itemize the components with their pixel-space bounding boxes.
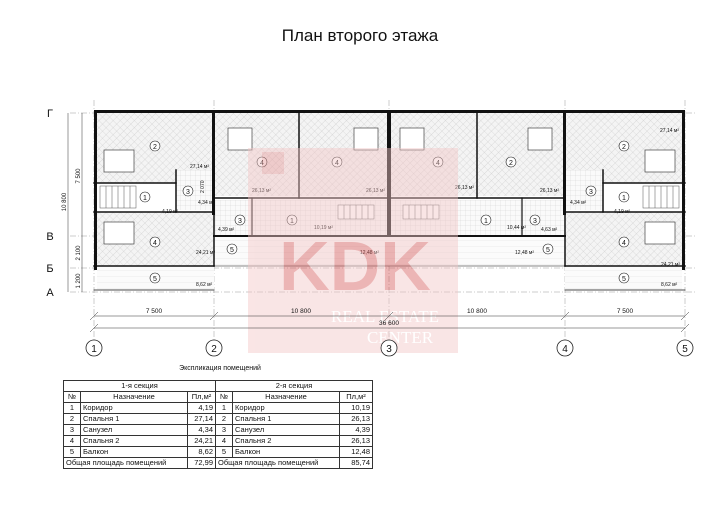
svg-text:3: 3	[238, 218, 242, 225]
axis-col-5: 5	[682, 344, 688, 355]
area-right-bedroom2: 24,21 м²	[661, 262, 680, 268]
room-numbers: 2 3 1 4 5 4 4 3 1 5 4 2 3 1 5 2 3 1 4 5	[139, 140, 630, 284]
table-row: 3 Санузел 4,34 3 Санузел 4,39	[63, 424, 373, 436]
table-row: 5 Балкон 8,62 5 Балкон 12,48	[63, 446, 373, 458]
area-cr-bedroom-b: 26,13 м²	[540, 188, 559, 194]
svg-text:4: 4	[335, 160, 339, 167]
svg-text:1: 1	[143, 195, 147, 202]
dim-left-total: 10 800	[62, 192, 68, 211]
area-right-corridor: 4,19 м²	[614, 209, 631, 215]
axis-row-v: В	[46, 231, 53, 243]
area-right-bathroom: 4,34 м²	[570, 200, 587, 206]
dim-span-4: 7 500	[617, 308, 634, 315]
axis-row-b: Б	[46, 263, 53, 275]
axis-col-3: 3	[386, 344, 392, 355]
area-cl-bedroom-b: 26,13 м²	[366, 188, 385, 194]
area-cr-bedroom-a: 26,13 м²	[455, 185, 474, 191]
svg-text:2: 2	[153, 144, 157, 151]
col-no: №	[215, 391, 233, 403]
dim-span-3: 10 800	[467, 308, 487, 315]
col-area: Пл,м²	[339, 391, 373, 403]
svg-text:1: 1	[484, 218, 488, 225]
axis-col-2: 2	[211, 344, 217, 355]
stairs	[99, 185, 680, 220]
axis-row-g: Г	[47, 108, 53, 120]
svg-text:5: 5	[153, 276, 157, 283]
svg-text:4: 4	[153, 240, 157, 247]
area-left-bedroom2: 24,21 м²	[196, 250, 215, 256]
area-cr-balcony: 12,48 м²	[515, 250, 534, 256]
area-cl-bathroom: 4,39 м²	[218, 227, 235, 233]
area-cl-bedroom-a: 26,13 м²	[252, 188, 271, 194]
dim-span-1: 7 500	[146, 308, 163, 315]
watermark-line1: REAL ESTATE	[331, 307, 439, 326]
svg-text:4: 4	[436, 160, 440, 167]
watermark-logo: KDK	[279, 227, 431, 305]
total-section-2: 85,74	[339, 457, 373, 469]
svg-text:3: 3	[533, 218, 537, 225]
area-cl-corridor: 10,19 м²	[314, 225, 333, 231]
svg-text:4: 4	[622, 240, 626, 247]
area-cl-balcony: 12,48 м²	[360, 250, 379, 256]
dim-left-2: 2 100	[76, 245, 82, 261]
total-label: Общая площадь помещений	[63, 457, 188, 469]
area-left-corridor: 4,19 м²	[162, 209, 179, 215]
table-caption: Экспликация помещений	[179, 365, 261, 372]
watermark: KDK REAL ESTATE CENTER	[248, 148, 458, 353]
left-dimensions	[67, 113, 83, 292]
watermark-line2: CENTER	[367, 328, 434, 347]
area-left-bathroom: 4,34 м²	[198, 200, 215, 206]
axis-row-a: А	[46, 287, 54, 299]
table-row: 4 Спальня 2 24,21 4 Спальня 2 26,13	[63, 435, 373, 447]
area-left-balcony: 8,62 м²	[196, 282, 213, 288]
interior-dim: 2 070	[200, 180, 206, 193]
svg-text:2: 2	[509, 160, 513, 167]
table-row: 1 Коридор 4,19 1 Коридор 10,19	[63, 402, 373, 414]
dim-total: 36 600	[379, 320, 399, 327]
svg-text:3: 3	[589, 189, 593, 196]
col-name: Назначение	[232, 391, 340, 403]
beds	[103, 127, 676, 245]
svg-text:5: 5	[546, 247, 550, 254]
svg-text:4: 4	[260, 160, 264, 167]
svg-text:5: 5	[230, 247, 234, 254]
axis-col-1: 1	[91, 344, 97, 355]
area-cr-bathroom: 4,63 м²	[541, 227, 558, 233]
area-cr-corridor: 10,44 м²	[507, 225, 526, 231]
table-row: 2 Спальня 1 27,14 2 Спальня 1 26,13	[63, 413, 373, 425]
svg-text:2: 2	[622, 144, 626, 151]
page-title: План второго этажа	[281, 26, 439, 45]
section-1-header: 1-я секция	[63, 380, 216, 392]
col-name: Назначение	[80, 391, 188, 403]
col-no: №	[63, 391, 81, 403]
room-area-labels: 27,14 м² 4,34 м² 4,19 м² 24,21 м² 8,62 м…	[162, 128, 680, 288]
svg-text:1: 1	[622, 195, 626, 202]
total-label: Общая площадь помещений	[215, 457, 340, 469]
svg-text:1: 1	[290, 218, 294, 225]
walls	[93, 110, 686, 291]
area-right-bedroom1: 27,14 м²	[660, 128, 679, 134]
room-schedule-table: 1-я секция 2-я секция № Назначение Пл,м²…	[63, 380, 373, 469]
axis-col-4: 4	[562, 344, 568, 355]
col-area: Пл,м²	[187, 391, 216, 403]
dim-left-3: 1 200	[76, 273, 82, 289]
area-left-bedroom1: 27,14 м²	[190, 164, 209, 170]
floor-plan: 2 3 1 4 5 4 4 3 1 5 4 2 3 1 5 2 3 1 4 5 27,14 м² 4,3…	[46, 100, 695, 357]
total-section-1: 72,99	[187, 457, 216, 469]
svg-text:5: 5	[622, 276, 626, 283]
svg-text:3: 3	[186, 189, 190, 196]
bottom-dimensions	[89, 311, 690, 333]
dim-span-2: 10 800	[291, 308, 311, 315]
table-total-row: Общая площадь помещений 72,99 Общая площ…	[63, 457, 373, 469]
dim-left-1: 7 500	[76, 168, 82, 184]
area-right-balcony: 8,62 м²	[661, 282, 678, 288]
section-2-header: 2-я секция	[215, 380, 373, 392]
